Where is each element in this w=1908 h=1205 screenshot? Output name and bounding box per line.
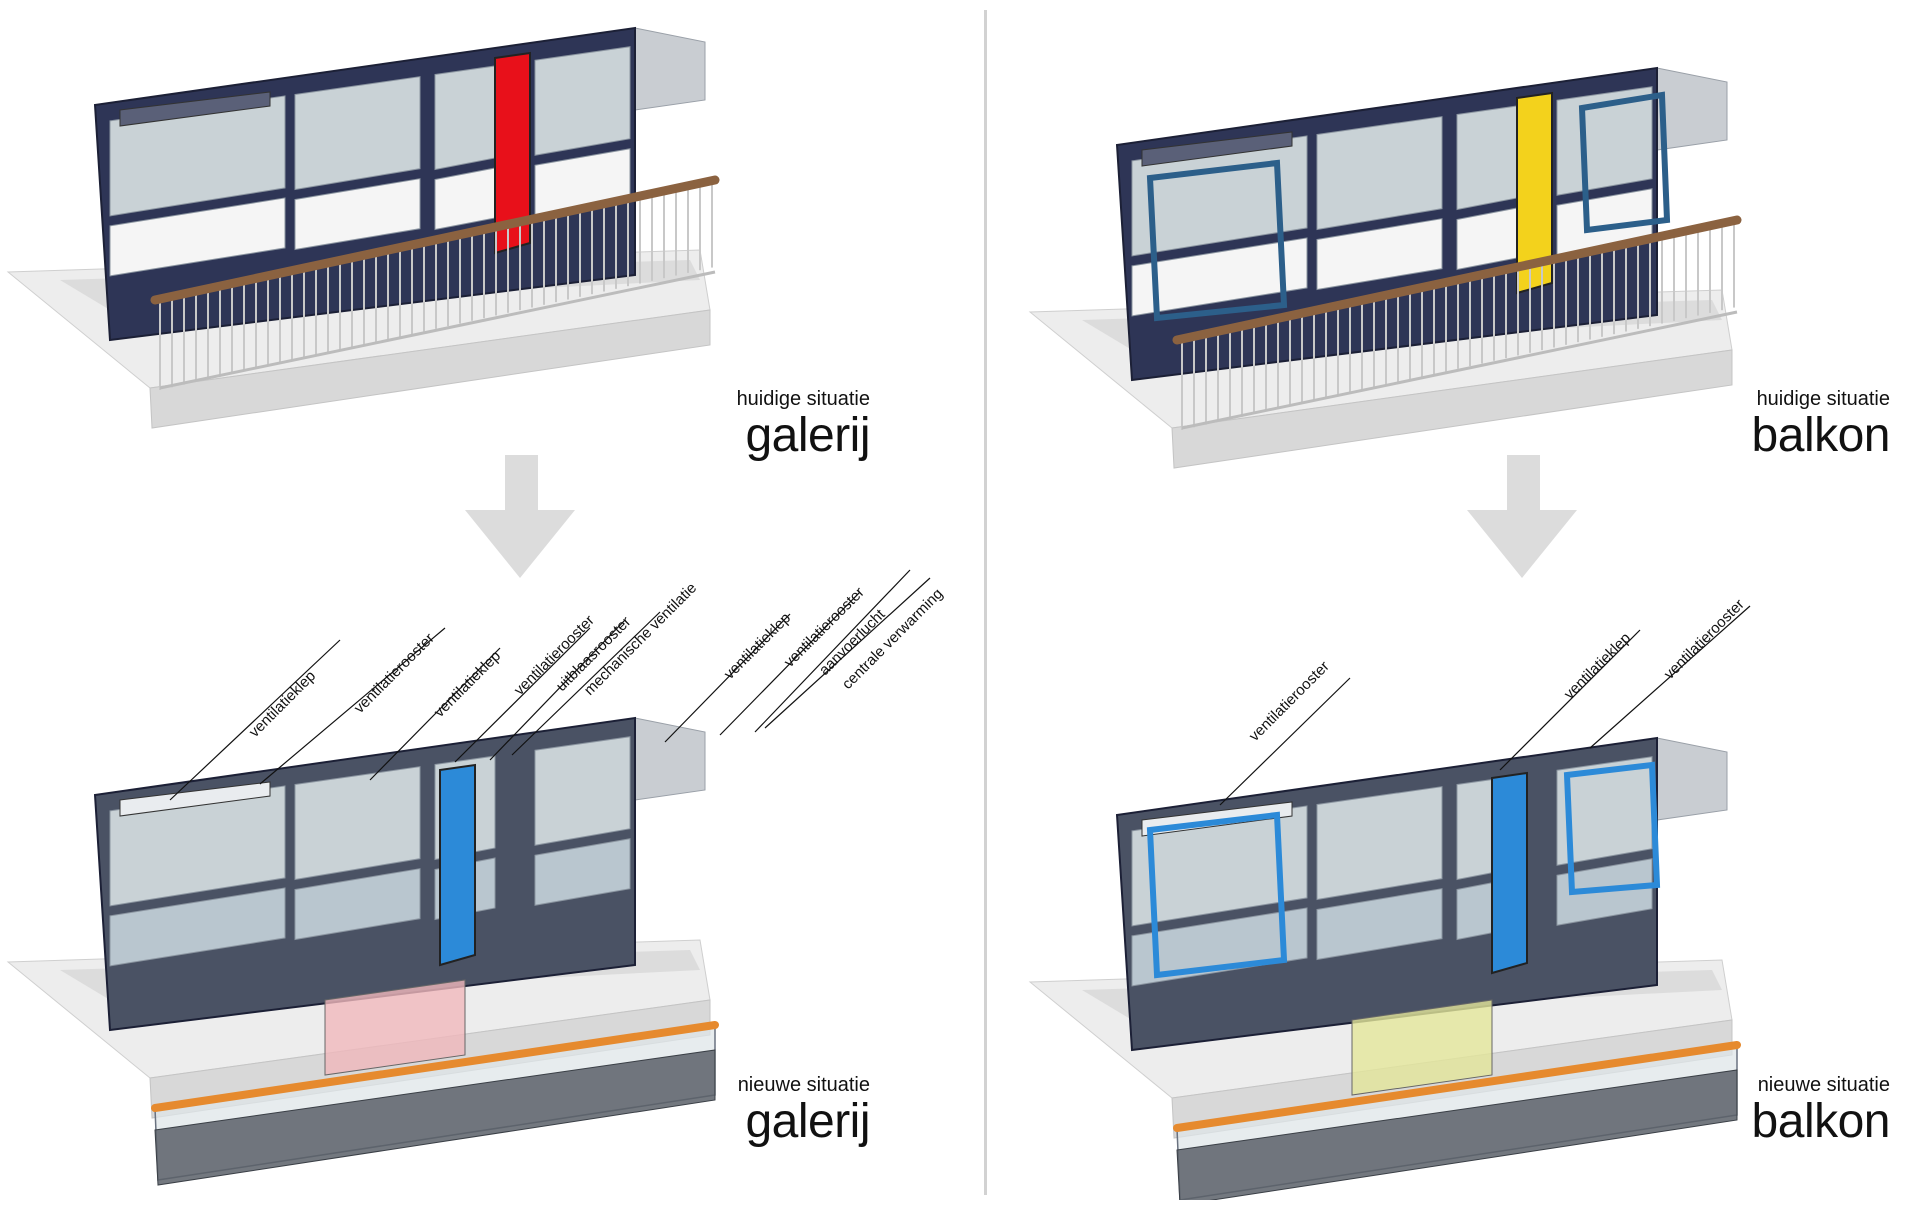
window-glass-upper	[294, 76, 421, 191]
door-accent	[1491, 771, 1528, 975]
caption-top-left-small: huidige situatie	[736, 388, 870, 410]
window-lower-panel	[1131, 237, 1308, 317]
panel-top-right-drawing	[1028, 66, 1742, 469]
window-glass-upper	[534, 736, 631, 846]
open-window-frame	[1146, 811, 1288, 979]
leader-line	[1219, 677, 1351, 806]
window-lower-panel	[1316, 218, 1443, 291]
balustrade-accent-panel	[324, 979, 466, 1076]
caption-top-right-big: balkon	[1751, 409, 1891, 462]
handrail-orange	[151, 1021, 719, 1112]
wall-wing	[634, 27, 706, 111]
door-accent	[494, 51, 531, 255]
leader-line	[369, 647, 501, 781]
leader-line	[489, 619, 626, 761]
window-glass-upper	[534, 46, 631, 156]
panel-bottom-left-drawing	[6, 716, 719, 1186]
leader-line	[664, 613, 791, 743]
balustrade-base	[1176, 1069, 1738, 1205]
ventilation-flap	[119, 91, 271, 127]
leader-line	[764, 577, 931, 729]
open-window-frame	[1563, 761, 1661, 896]
door-accent	[1516, 91, 1553, 295]
window-lower-panel	[109, 197, 286, 277]
caption-top-left-big: galerij	[745, 409, 870, 462]
window-lower-panel	[1131, 907, 1308, 987]
leader-line	[511, 611, 661, 756]
railing-bottom-bar	[159, 270, 716, 390]
annotation-label: ventilatieklep	[431, 647, 504, 720]
leader-line	[259, 627, 446, 785]
caption-bottom-right-small: nieuwe situatie	[1757, 1074, 1890, 1096]
window-glass-upper	[1316, 786, 1443, 901]
caption-top-right-small: huidige situatie	[1756, 388, 1890, 410]
caption-top-right: huidige situatie balkon	[1660, 388, 1891, 462]
annotation-label: ventilatierooster	[351, 630, 438, 717]
leader-line	[169, 639, 341, 801]
caption-bottom-left-big: galerij	[745, 1095, 870, 1148]
window-lower-panel	[1316, 888, 1443, 961]
panel-bottom-right-drawing	[1028, 736, 1741, 1205]
floor-slab-edge	[1171, 349, 1733, 469]
caption-bottom-left-small: nieuwe situatie	[737, 1074, 870, 1096]
handrail-wood	[150, 175, 720, 305]
annotation-label: ventilatieklep	[246, 667, 319, 740]
wall-wing	[634, 717, 706, 801]
window-glass-upper	[1316, 116, 1443, 231]
caption-top-left: huidige situatie galerij	[640, 388, 871, 462]
leader-line	[454, 627, 591, 763]
wall-wing	[1656, 67, 1728, 151]
annotation-label: ventilatieklep	[1561, 629, 1634, 702]
balustrade-accent-panel	[1351, 999, 1493, 1096]
arrow-down-left-icon	[465, 455, 575, 578]
caption-bottom-right-big: balkon	[1751, 1095, 1891, 1148]
arrow-down-right-icon	[1467, 455, 1577, 578]
balustrade-base	[154, 1049, 716, 1186]
window-glass-upper	[294, 766, 421, 881]
wall-wing	[1656, 737, 1728, 821]
annotation-label: ventilatierooster	[1661, 596, 1748, 683]
handrail-wood	[1172, 215, 1742, 345]
caption-bottom-right: nieuwe situatie balkon	[1660, 1074, 1891, 1148]
window-glass-upper	[434, 65, 496, 171]
panel-divider	[984, 10, 987, 1195]
ventilation-flap	[1141, 131, 1293, 167]
annotation-label: ventilatierooster	[1246, 658, 1333, 745]
ventilation-flap	[119, 781, 271, 817]
open-window-frame	[1578, 91, 1671, 234]
open-window-frame	[1146, 159, 1288, 322]
window-lower-panel	[534, 838, 631, 906]
panel-top-left-drawing	[6, 26, 720, 429]
handrail-orange	[1173, 1041, 1741, 1132]
leader-line	[1499, 629, 1641, 771]
leader-line	[754, 569, 911, 733]
window-lower-panel	[294, 868, 421, 941]
door-accent	[439, 763, 476, 967]
leader-line	[719, 591, 861, 736]
floor-slab-edge	[149, 309, 711, 429]
leader-line	[1589, 605, 1751, 749]
window-glass-upper	[1456, 105, 1518, 211]
window-lower-panel	[294, 178, 421, 251]
caption-bottom-left: nieuwe situatie galerij	[640, 1074, 871, 1148]
window-lower-panel	[109, 887, 286, 967]
window-glass-upper	[1556, 756, 1653, 866]
annotation-label: ventilatieklep	[721, 609, 794, 682]
railing-bottom-bar	[1181, 310, 1738, 430]
